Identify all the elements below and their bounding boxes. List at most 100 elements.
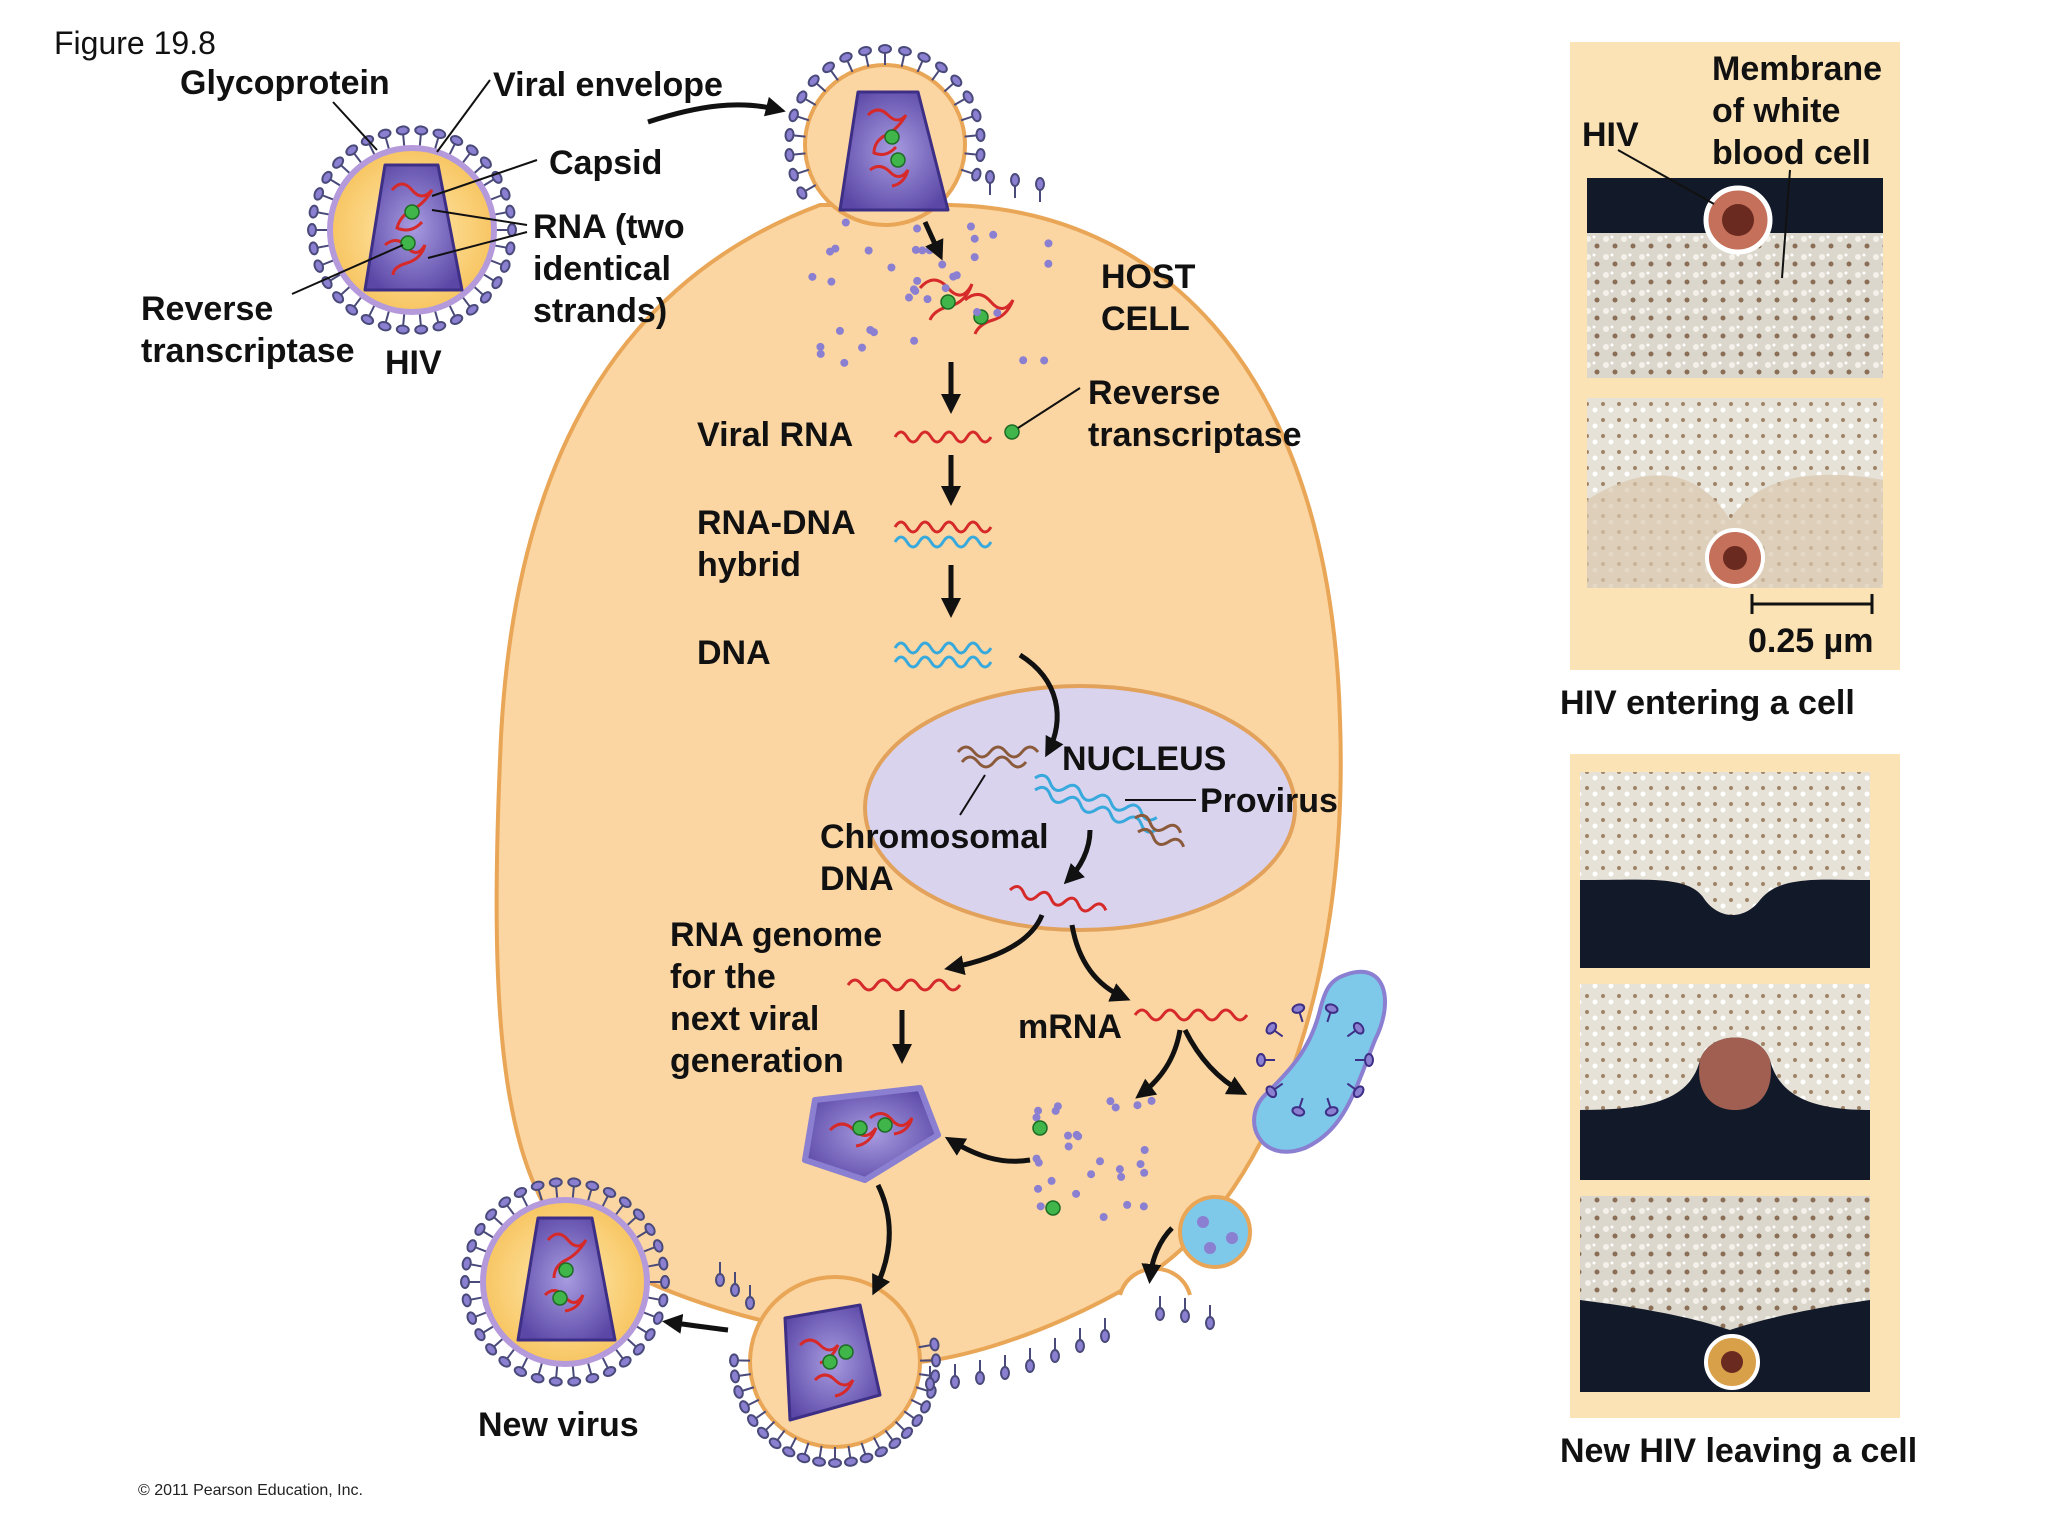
membrane-label-1: Membrane: [1712, 50, 1882, 88]
glycoprotein-knob: [449, 314, 464, 325]
glycoprotein-knob: [644, 1328, 656, 1342]
glycoprotein-knob: [859, 1452, 874, 1464]
glycoprotein-knob: [498, 1355, 512, 1368]
endoplasmic-reticulum: [1252, 969, 1387, 1154]
host-cell-label-1: HOST: [1101, 258, 1196, 296]
glycoprotein-knob: [858, 45, 872, 57]
protein-dot: [1047, 1176, 1056, 1185]
protein-dot: [858, 343, 867, 352]
glycoprotein-knob: [660, 1275, 670, 1289]
protein-dot: [1106, 1097, 1115, 1106]
protein-dot: [989, 230, 998, 239]
membrane-knob: [1000, 1366, 1010, 1380]
protein-dot: [913, 224, 922, 233]
protein-dot: [923, 295, 932, 304]
rna-dna-hybrid-label-2: hybrid: [697, 546, 801, 584]
glycoprotein-knob: [658, 1293, 669, 1308]
glycoprotein-knob: [479, 291, 492, 304]
glycoprotein-knob: [658, 1256, 669, 1271]
glycoprotein-knob: [345, 144, 359, 157]
glycoprotein-knob: [911, 1414, 924, 1427]
glycoprotein-knob: [975, 148, 986, 163]
glycoprotein-knob: [843, 1456, 858, 1467]
protein-dot: [816, 349, 825, 358]
copyright: © 2011 Pearson Education, Inc.: [138, 1482, 363, 1499]
glycoprotein-label: Glycoprotein: [180, 64, 390, 102]
capsid-label: Capsid: [549, 144, 662, 182]
protein-dot: [1147, 1096, 1156, 1105]
glycoprotein-knob: [971, 108, 982, 123]
protein-dot: [910, 336, 919, 345]
glycoprotein-knob: [1265, 1085, 1278, 1099]
glycoprotein-knob: [644, 1222, 656, 1236]
protein-dot: [905, 293, 914, 302]
glycoprotein-knob: [822, 61, 835, 74]
glycoprotein-knob: [632, 1208, 645, 1221]
rna-genome-label-1: RNA genome: [670, 916, 882, 954]
mrna-label: mRNA: [1018, 1008, 1122, 1046]
new-virus: [460, 1177, 670, 1387]
chromosomal-dna-label-1: Chromosomal: [820, 818, 1049, 856]
rna-two-label-2: identical: [533, 250, 671, 288]
budding-virion: [729, 1303, 941, 1468]
glycoprotein-knob: [950, 74, 963, 87]
glycoprotein-knob: [345, 303, 359, 316]
glycoprotein-knob: [332, 291, 345, 304]
protein-dot: [1115, 1165, 1124, 1174]
glycoprotein-knob: [729, 1369, 741, 1384]
membrane-knob: [730, 1283, 740, 1297]
glycoprotein-knob: [652, 1311, 664, 1325]
uncoating-contents: [808, 218, 1053, 367]
scale-bar: [1750, 594, 1874, 614]
rna-two-label-1: RNA (two: [533, 208, 685, 246]
glycoprotein-knob: [465, 144, 479, 157]
protein-dot: [1140, 1145, 1149, 1154]
glycoprotein-knob: [898, 45, 912, 57]
nucleus-label: NUCLEUS: [1062, 740, 1226, 778]
protein-dot: [1117, 1172, 1126, 1181]
membrane-glycoproteins: [715, 170, 1215, 1391]
glycoprotein-knob: [788, 108, 799, 123]
glycoprotein-knob: [756, 1426, 770, 1439]
new-virus-label: New virus: [478, 1406, 639, 1444]
glycoprotein-knob: [812, 1456, 827, 1467]
leaving-caption: New HIV leaving a cell: [1560, 1432, 1917, 1470]
protein-dot: [1072, 1130, 1081, 1139]
glycoprotein-knob: [1291, 1106, 1306, 1117]
membrane-knob: [1010, 173, 1020, 187]
glycoprotein-knob: [888, 1437, 902, 1450]
glycoprotein-knob: [746, 1414, 759, 1427]
glycoprotein-knob: [971, 167, 982, 182]
entering-virion: [784, 44, 986, 212]
glycoprotein-knob: [567, 1376, 582, 1387]
nucleus: [863, 684, 1297, 932]
glycoprotein-knob: [332, 156, 345, 169]
glycoprotein-knob: [414, 125, 429, 136]
protein-dot: [841, 218, 850, 227]
glycoprotein-knob: [975, 127, 986, 142]
glycoprotein-knob: [479, 156, 492, 169]
reverse-transcriptase-enzyme: [1004, 424, 1020, 440]
glycoprotein-knob: [491, 276, 503, 290]
glycoprotein-knob: [585, 1372, 600, 1384]
glycoprotein-knob: [1364, 1053, 1374, 1067]
rna-dna-hybrid-label-1: RNA-DNA: [697, 504, 856, 542]
glycoprotein-knob: [878, 44, 892, 54]
protein-dot: [1099, 1212, 1108, 1221]
glycoprotein-knob: [1291, 1003, 1306, 1014]
protein-dot: [1072, 1189, 1081, 1198]
protein-dot: [1136, 1160, 1145, 1169]
protein-dot: [1095, 1157, 1104, 1166]
rna-two-label-3: strands): [533, 292, 667, 330]
protein-dot: [966, 222, 975, 231]
glycoprotein-knob: [1352, 1085, 1365, 1099]
glycoprotein-knob: [414, 324, 429, 335]
glycoprotein-knob: [585, 1180, 600, 1192]
provirus-label: Provirus: [1200, 782, 1338, 820]
glycoprotein-knob: [313, 187, 325, 201]
glycoprotein-knob: [474, 1328, 486, 1342]
glycoprotein-knob: [782, 1446, 796, 1458]
protein-dot: [816, 342, 825, 351]
glycoprotein-knob: [930, 1353, 941, 1368]
